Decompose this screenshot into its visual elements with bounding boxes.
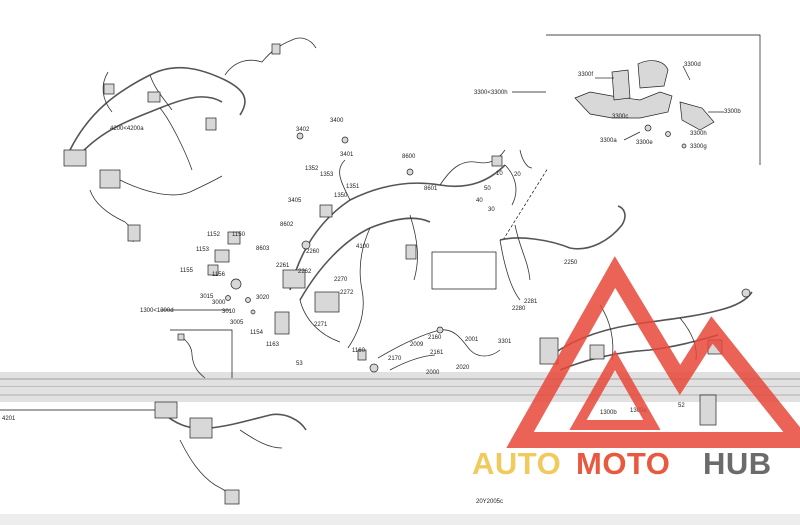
label-30: 30 <box>488 207 495 213</box>
label-2250: 2250 <box>564 260 578 266</box>
label-3300f: 3300f <box>578 72 593 78</box>
label-3300e: 3300e <box>636 140 653 146</box>
label-3402: 3402 <box>296 127 310 133</box>
label-3301: 3301 <box>498 339 512 345</box>
label-2280: 2280 <box>512 306 526 312</box>
label-4100: 4100 <box>356 244 370 250</box>
label-3300d: 3300d <box>684 62 701 68</box>
label-40: 40 <box>476 198 483 204</box>
label-2261: 2261 <box>276 263 290 269</box>
label-52: 52 <box>678 403 685 409</box>
label-4201: 4201 <box>2 416 16 422</box>
label-2020: 2020 <box>456 365 470 371</box>
label-50: 50 <box>484 186 491 192</box>
label-1150: 1150 <box>232 232 246 238</box>
label-20: 20 <box>514 172 521 178</box>
label-3005: 3005 <box>230 320 244 326</box>
label-3300h: 3300h <box>690 131 707 137</box>
label-3300g: 3300g <box>690 144 707 150</box>
label-10: 10 <box>496 171 503 177</box>
label-8601: 8601 <box>424 186 438 192</box>
harness-lower-left <box>154 401 307 505</box>
watermark-text-moto: MOTO <box>576 446 670 481</box>
harness-2250 <box>499 205 626 301</box>
label-2260: 2260 <box>306 249 320 255</box>
label-1160: 1160 <box>352 348 366 354</box>
label-1350: 1350 <box>334 193 348 199</box>
label-3010: 3010 <box>222 309 236 315</box>
label-3400: 3400 <box>330 118 344 124</box>
watermark-triangle-outer <box>506 256 800 448</box>
label-2001: 2001 <box>465 337 479 343</box>
watermark-logo: AUTO MOTO HUB <box>472 256 800 481</box>
harness-main-central <box>274 132 533 349</box>
label-doc-code: 20Y2005c <box>476 499 503 505</box>
label-2271: 2271 <box>314 322 328 328</box>
label-2170: 2170 <box>388 356 402 362</box>
label-3300b: 3300b <box>724 109 741 115</box>
inset-frames <box>0 34 761 411</box>
label-3300c: 3300c <box>612 114 628 120</box>
watermark-text-hub: HUB <box>703 446 772 481</box>
label-1300b: 1300b <box>600 410 617 416</box>
label-1155: 1155 <box>180 268 194 274</box>
harness-1300 <box>177 333 206 379</box>
parts-cluster-left <box>207 231 256 315</box>
label-3300-harness: 3300<3300h <box>474 90 508 96</box>
label-53: 53 <box>296 361 303 367</box>
label-8600: 8600 <box>402 154 416 160</box>
harness-4200 <box>63 37 317 243</box>
label-3300a: 3300a <box>600 138 617 144</box>
label-2161: 2161 <box>430 350 444 356</box>
label-1154: 1154 <box>250 330 264 336</box>
label-1152: 1152 <box>207 232 221 238</box>
label-3020: 3020 <box>256 295 270 301</box>
label-2000: 2000 <box>426 370 440 376</box>
label-1156: 1156 <box>212 272 226 278</box>
label-2272: 2272 <box>340 290 354 296</box>
label-2281: 2281 <box>524 299 538 305</box>
label-8603: 8603 <box>256 246 270 252</box>
label-4200-harness: 4200<4200a <box>110 126 144 132</box>
watermark-triangle-inner <box>569 349 661 430</box>
label-1352: 1352 <box>305 166 319 172</box>
label-2160: 2160 <box>428 335 442 341</box>
label-8602: 8602 <box>280 222 294 228</box>
harness-3300 <box>574 60 724 149</box>
scan-noise-band <box>0 372 800 525</box>
label-1300-harness: 1300<1300d <box>140 308 174 314</box>
label-2270: 2270 <box>334 277 348 283</box>
watermark-text-auto: AUTO <box>472 446 561 481</box>
label-3015: 3015 <box>200 294 214 300</box>
label-3405: 3405 <box>288 198 302 204</box>
label-2009: 2009 <box>410 342 424 348</box>
label-3000: 3000 <box>212 300 226 306</box>
label-1351: 1351 <box>346 184 360 190</box>
label-1163: 1163 <box>266 342 280 348</box>
label-1353: 1353 <box>320 172 334 178</box>
label-3401: 3401 <box>340 152 354 158</box>
harness-2000 <box>357 326 501 373</box>
label-1153: 1153 <box>196 247 210 253</box>
label-2262: 2262 <box>298 269 312 275</box>
